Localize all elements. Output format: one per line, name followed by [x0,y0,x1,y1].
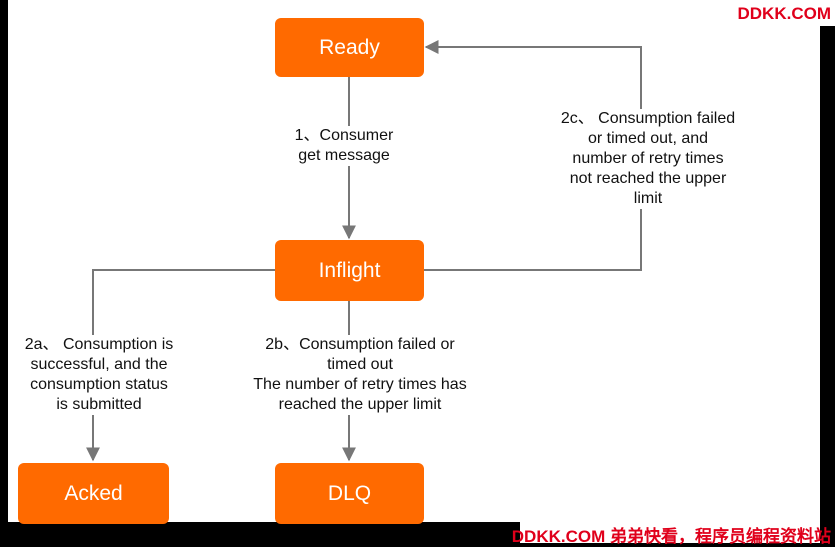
label-t2b: 2b、Consumption failed or timed out The n… [225,335,495,415]
label-t2a: 2a、 Consumption is successful, and the c… [10,335,188,415]
label-t1-line-2: get message [298,147,390,164]
left-edge [0,0,8,543]
state-inflight: Inflight [275,240,424,301]
label-t2b-line-1: 2b、Consumption failed or [265,336,455,353]
label-t2c-line-5: limit [633,190,663,207]
label-t1: 1、Consumer get message [280,126,408,166]
label-t2c-line-4: not reached the upper [569,170,727,187]
label-t2a-line-3: consumption status [30,376,168,393]
watermark-top: DDKK.COM [735,4,833,24]
bottom-edge [0,522,520,543]
label-t2b-line-2: timed out [327,356,393,373]
state-dlq: DLQ [275,463,424,524]
label-t2c-line-1: 2c、 Consumption failed [560,110,736,127]
state-acked: Acked [18,463,169,524]
state-ready: Ready [275,18,424,77]
right-edge [820,26,835,543]
label-t2b-line-3: The number of retry times has [253,376,467,393]
watermark-bottom: DDKK.COM 弟弟快看，程序员编程资料站 [511,527,831,546]
label-t2c: 2c、 Consumption failed or timed out, and… [535,109,761,209]
label-t2c-line-2: or timed out, and [587,130,709,147]
label-t2b-line-4: reached the upper limit [278,396,442,413]
label-t2c-line-3: number of retry times [572,150,724,167]
label-t2a-line-2: successful, and the [30,356,168,373]
label-t1-line-1: 1、Consumer [294,127,394,144]
label-t2a-line-1: 2a、 Consumption is [24,336,174,353]
label-t2a-line-4: is submitted [56,396,142,413]
